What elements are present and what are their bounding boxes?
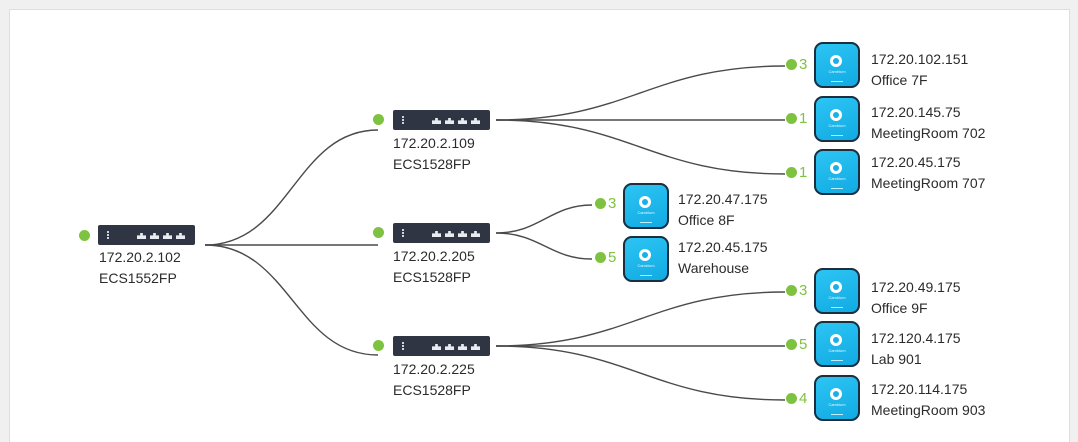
port-number: 1 — [799, 110, 808, 127]
link-sw2-ap5 — [495, 232, 593, 260]
status-dot-icon — [373, 114, 384, 125]
device-ip: 172.20.49.175 — [871, 279, 961, 295]
device-name: Office 9F — [871, 300, 928, 316]
device-ip: 172.20.45.175 — [871, 154, 961, 170]
port-number: 1 — [799, 164, 808, 181]
ap-label: 172.20.47.175 Office 8F — [678, 189, 768, 231]
device-model: ECS1528FP — [393, 382, 471, 398]
ap-label: 172.20.145.75 MeetingRoom 702 — [871, 102, 985, 144]
device-ip: 172.20.45.175 — [678, 239, 768, 255]
link-root-sw1 — [204, 129, 379, 246]
link-sw2-ap4 — [495, 204, 593, 234]
status-dot-icon — [595, 198, 606, 209]
device-model: ECS1528FP — [393, 269, 471, 285]
port-number: 5 — [608, 249, 617, 266]
network-switch-icon[interactable] — [393, 336, 490, 356]
switch-label: 172.20.2.205 ECS1528FP — [393, 246, 475, 288]
device-ip: 172.20.145.75 — [871, 104, 961, 120]
device-ip: 172.20.2.109 — [393, 135, 475, 151]
port-number: 5 — [799, 336, 808, 353]
device-model: ECS1552FP — [99, 270, 177, 286]
network-switch-icon[interactable] — [393, 223, 490, 243]
device-ip: 172.20.114.175 — [871, 381, 968, 397]
port-number: 3 — [608, 195, 617, 212]
status-dot-icon — [786, 59, 797, 70]
access-point-icon[interactable]: Cambium — [814, 42, 860, 88]
access-point-icon[interactable]: Cambium — [814, 96, 860, 142]
status-dot-icon — [373, 227, 384, 238]
device-ip: 172.120.4.175 — [871, 330, 961, 346]
access-point-icon[interactable]: Cambium — [814, 149, 860, 195]
status-dot-icon — [373, 340, 384, 351]
device-name: Office 8F — [678, 212, 735, 228]
access-point-icon[interactable]: Cambium — [814, 375, 860, 421]
device-name: Warehouse — [678, 260, 750, 276]
port-number: 3 — [799, 56, 808, 73]
network-switch-icon[interactable] — [393, 110, 490, 130]
device-ip: 172.20.2.205 — [393, 248, 475, 264]
status-dot-icon — [786, 285, 797, 296]
device-name: MeetingRoom 903 — [871, 402, 986, 418]
status-dot-icon — [786, 167, 797, 178]
link-sw3-ap8 — [495, 345, 786, 401]
link-root-sw3 — [204, 244, 379, 356]
status-dot-icon — [595, 252, 606, 263]
root-switch-label: 172.20.2.102 ECS1552FP — [99, 247, 181, 289]
status-dot-icon — [786, 393, 797, 404]
ap-label: 172.120.4.175 Lab 901 — [871, 328, 961, 370]
ap-label: 172.20.45.175 Warehouse — [678, 237, 768, 279]
ap-label: 172.20.102.151 Office 7F — [871, 49, 968, 91]
port-number: 4 — [799, 390, 808, 407]
link-sw1-ap1 — [495, 65, 786, 121]
device-name: MeetingRoom 707 — [871, 175, 986, 191]
ap-label: 172.20.49.175 Office 9F — [871, 277, 961, 319]
ap-label: 172.20.45.175 MeetingRoom 707 — [871, 152, 985, 194]
device-ip: 172.20.102.151 — [871, 51, 969, 67]
device-name: MeetingRoom 702 — [871, 125, 986, 141]
access-point-icon[interactable]: Cambium — [814, 268, 860, 314]
status-dot-icon — [786, 339, 797, 350]
device-name: Office 7F — [871, 72, 928, 88]
device-ip: 172.20.2.102 — [99, 249, 181, 265]
link-sw1-ap3 — [495, 119, 786, 175]
device-ip: 172.20.47.175 — [678, 191, 768, 207]
port-number: 3 — [799, 282, 808, 299]
access-point-icon[interactable]: Cambium — [814, 321, 860, 367]
device-model: ECS1528FP — [393, 156, 471, 172]
topology-links — [204, 65, 786, 401]
access-point-icon[interactable]: Cambium — [623, 236, 669, 282]
switch-label: 172.20.2.109 ECS1528FP — [393, 133, 475, 175]
status-dot-icon — [79, 230, 90, 241]
ap-label: 172.20.114.175 MeetingRoom 903 — [871, 379, 985, 421]
link-sw3-ap6 — [495, 291, 786, 347]
device-ip: 172.20.2.225 — [393, 361, 475, 377]
device-name: Lab 901 — [871, 351, 922, 367]
network-switch-icon[interactable] — [98, 225, 195, 245]
status-dot-icon — [786, 113, 797, 124]
access-point-icon[interactable]: Cambium — [623, 183, 669, 229]
switch-label: 172.20.2.225 ECS1528FP — [393, 359, 475, 401]
